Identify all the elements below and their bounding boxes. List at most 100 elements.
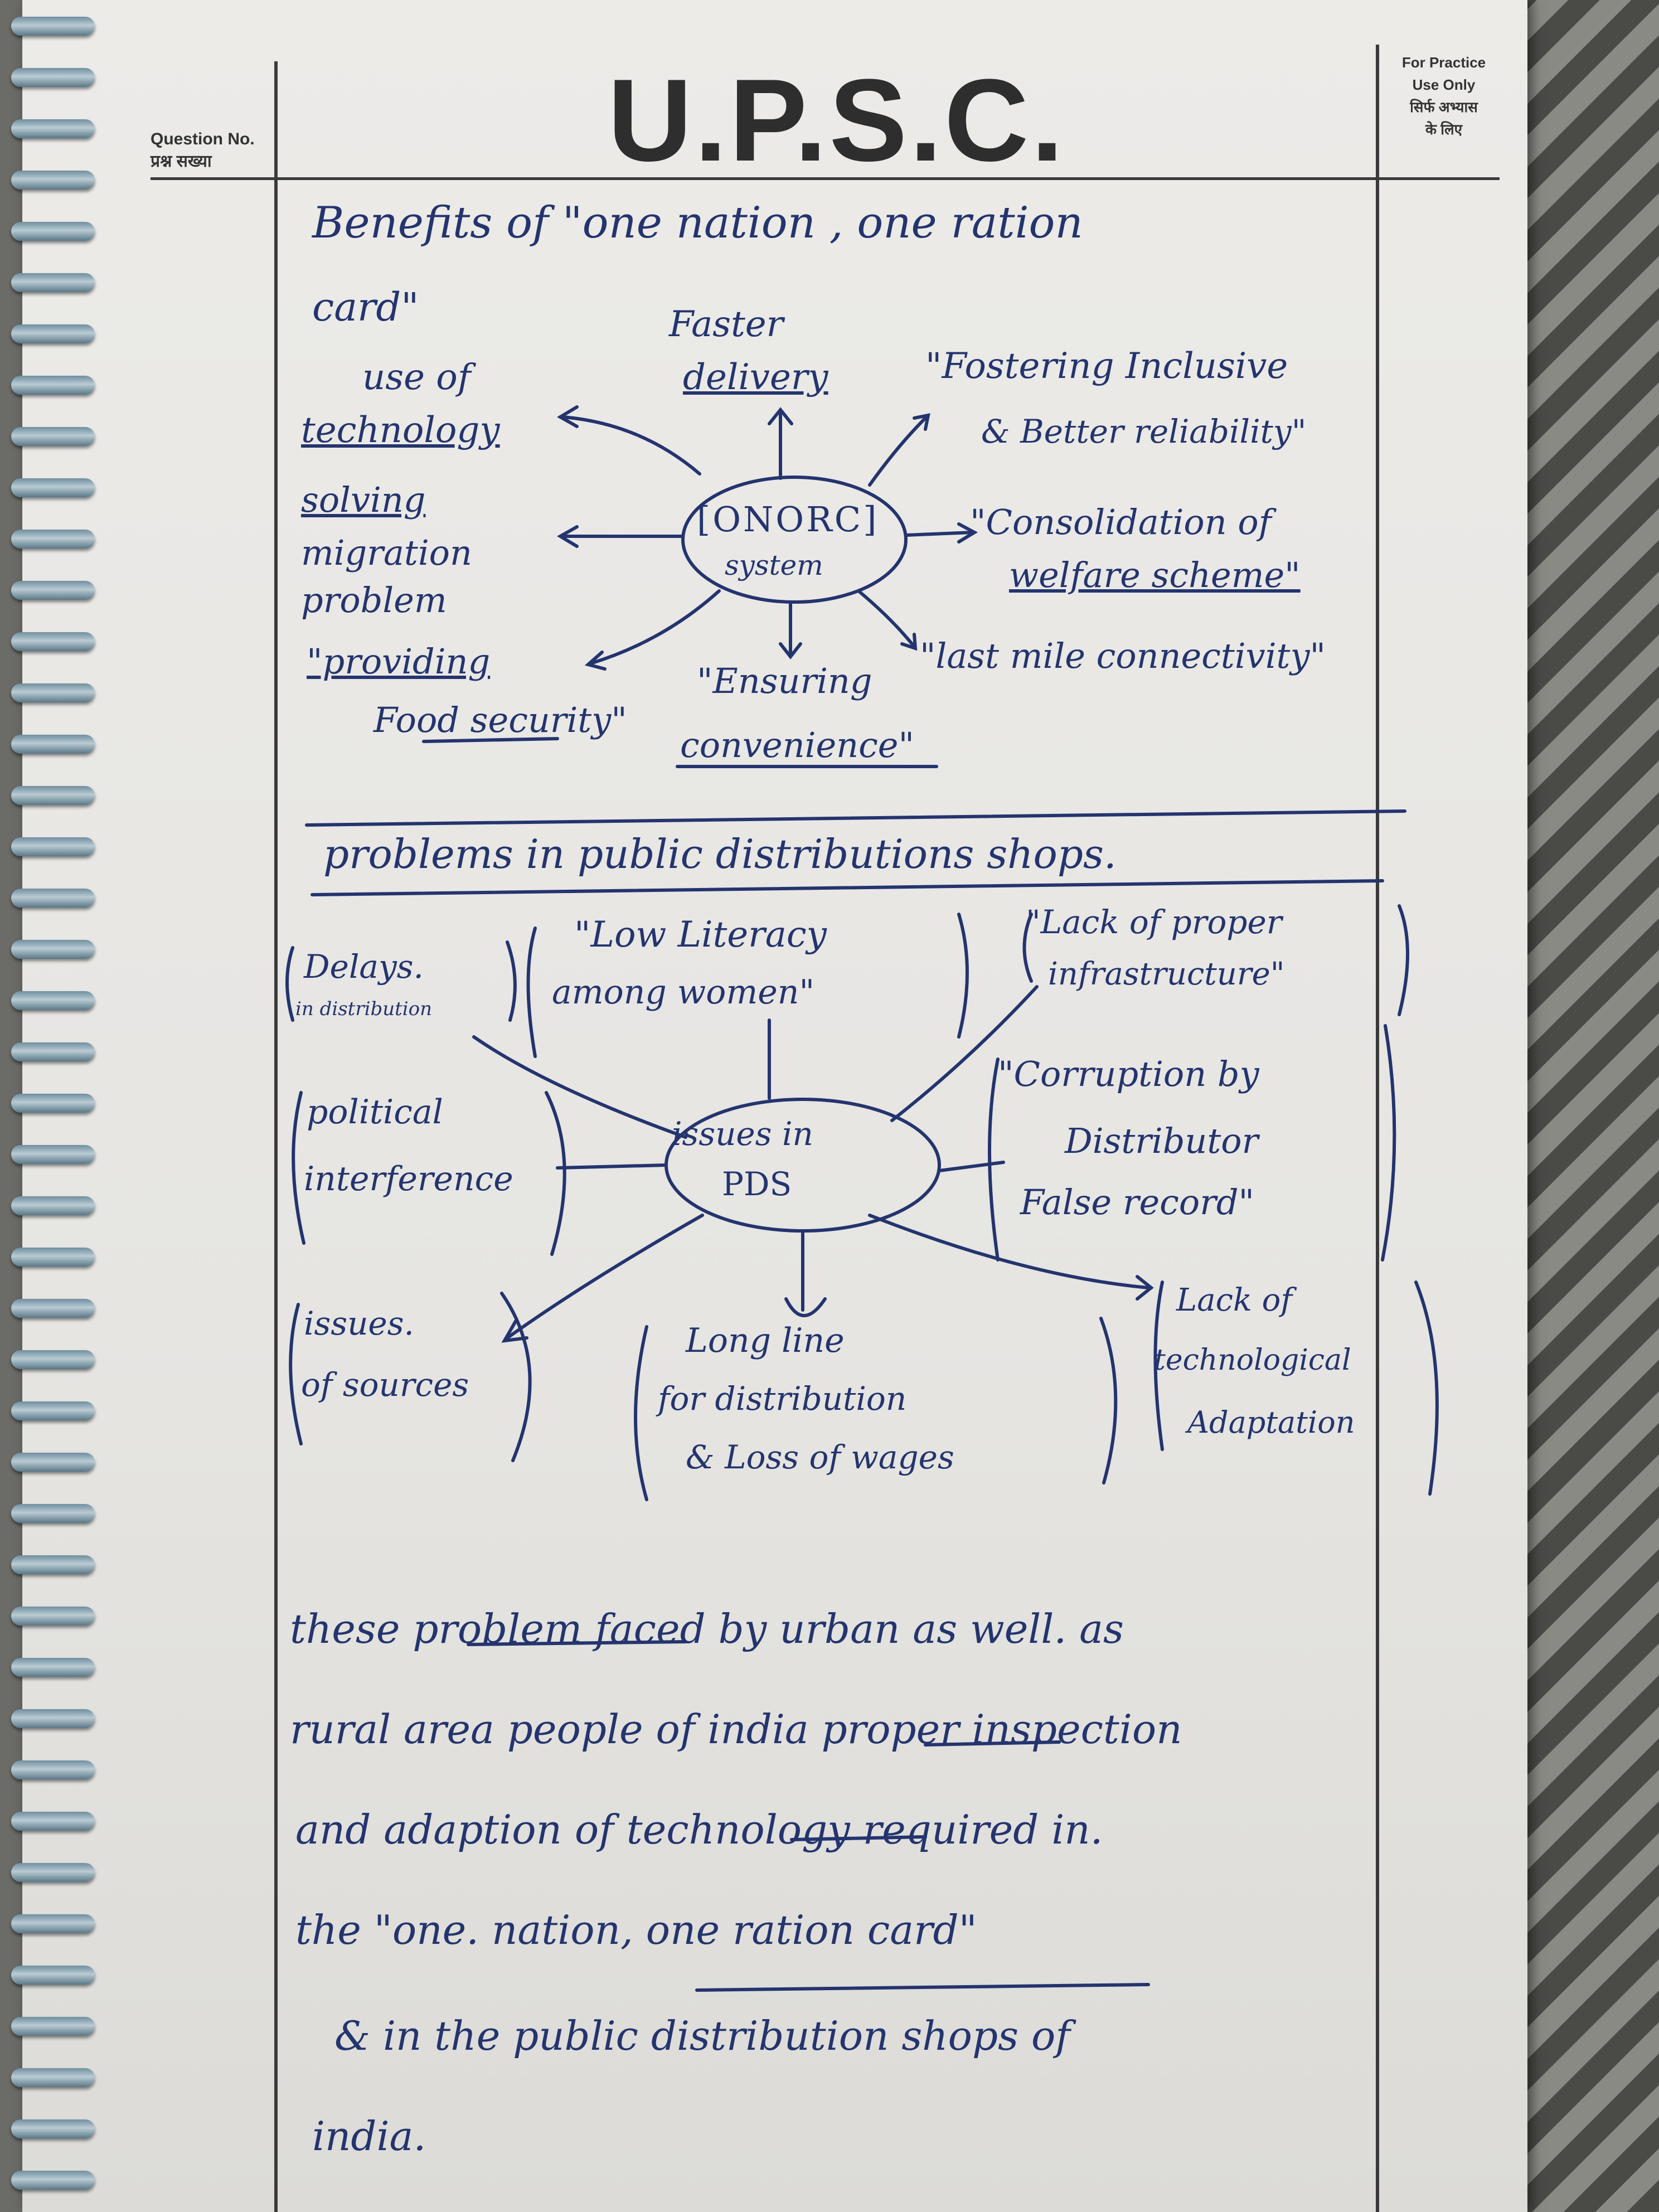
arrow-to-ensuring bbox=[779, 600, 802, 659]
bracket-longline bbox=[634, 1317, 1118, 1501]
pds-center-label-2: PDS bbox=[722, 1165, 792, 1203]
node-solving-migration-1: solving bbox=[301, 479, 426, 520]
spiral-ring bbox=[11, 1145, 95, 1164]
benefits-heading-line1: Benefits of "one nation , one ration bbox=[312, 198, 1083, 248]
node-faster-delivery-1: Faster bbox=[669, 304, 784, 345]
arrow-to-food bbox=[584, 589, 721, 671]
spiral-ring bbox=[11, 837, 95, 856]
node-fostering-inclusive-1: "Fostering Inclusive bbox=[925, 346, 1288, 387]
spiral-ring bbox=[11, 1863, 95, 1882]
arrow-to-solving bbox=[557, 525, 685, 548]
spiral-ring bbox=[11, 119, 95, 138]
spiral-ring bbox=[11, 1504, 95, 1523]
spiral-ring bbox=[11, 1196, 95, 1215]
question-number-en: Question No. bbox=[151, 130, 255, 148]
spiral-ring bbox=[11, 17, 95, 36]
bracket-tech bbox=[1153, 1280, 1439, 1496]
bracket-infra bbox=[1022, 904, 1409, 1016]
node-tech-adaptation-3: Adaptation bbox=[1187, 1405, 1355, 1440]
divider-bottom bbox=[311, 879, 1384, 896]
underline-problem bbox=[467, 1640, 687, 1646]
spiral-ring bbox=[11, 1094, 95, 1113]
practice-en-2: Use Only bbox=[1412, 76, 1476, 93]
conclusion-line-6: india. bbox=[312, 2113, 426, 2160]
right-margin-line bbox=[1376, 45, 1379, 2212]
notebook-page bbox=[22, 0, 1527, 2212]
node-use-of-technology-1: use of bbox=[362, 357, 471, 398]
arrow-to-consolidation bbox=[904, 522, 978, 544]
practice-en-1: For Practice bbox=[1401, 54, 1486, 71]
underline-ration-card bbox=[695, 1983, 1150, 1992]
spiral-ring bbox=[11, 940, 95, 959]
underline-food bbox=[422, 737, 559, 743]
node-use-of-technology-2: technology bbox=[301, 410, 500, 451]
arrow-to-fostering bbox=[868, 413, 930, 487]
spiral-ring bbox=[11, 2119, 95, 2138]
conclusion-line-3: and adaption of technology required in. bbox=[295, 1806, 1103, 1853]
spiral-ring bbox=[11, 324, 95, 343]
line-to-political bbox=[556, 1163, 668, 1170]
node-tech-adaptation-1: Lack of bbox=[1176, 1282, 1293, 1318]
line-to-longline bbox=[784, 1230, 827, 1317]
question-number-label: Question No. प्रश्न सख्या bbox=[151, 128, 255, 173]
node-solving-migration-2: migration bbox=[301, 532, 472, 573]
spiral-ring bbox=[11, 683, 95, 702]
line-to-delays bbox=[472, 1035, 687, 1139]
practice-hi-1: सिर्फ अभ्यास bbox=[1410, 99, 1478, 115]
node-issues-sources-1: issues. bbox=[304, 1304, 414, 1342]
practice-use-label: For Practice Use Only सिर्फ अभ्यास के लि… bbox=[1382, 51, 1505, 140]
spiral-ring bbox=[11, 273, 95, 292]
question-number-hi: प्रश्न सख्या bbox=[151, 152, 212, 171]
line-to-infra bbox=[890, 985, 1039, 1122]
line-to-corruption bbox=[938, 1161, 1005, 1172]
practice-hi-2: के लिए bbox=[1425, 121, 1462, 138]
benefits-heading-line2: card" bbox=[312, 284, 419, 330]
line-to-tech bbox=[868, 1214, 1154, 1301]
bracket-issues bbox=[289, 1292, 532, 1462]
spiral-ring bbox=[11, 427, 95, 446]
node-providing-food-1: "providing bbox=[307, 641, 491, 682]
node-consolidation-1: "Consolidation of bbox=[970, 502, 1272, 542]
fabric-background bbox=[1505, 0, 1659, 2212]
spiral-ring bbox=[11, 1350, 95, 1369]
node-solving-migration-3: problem bbox=[301, 580, 447, 620]
header-rule bbox=[151, 177, 1500, 180]
spiral-ring bbox=[11, 1658, 95, 1677]
node-political-1: political bbox=[307, 1093, 443, 1132]
arrow-to-technology bbox=[557, 405, 701, 476]
node-faster-delivery-2: delivery bbox=[683, 357, 828, 398]
node-issues-sources-2: of sources bbox=[301, 1366, 469, 1404]
conclusion-line-5: & in the public distribution shops of bbox=[334, 2012, 1070, 2059]
bracket-delays bbox=[285, 940, 517, 1022]
node-delays-1: Delays. bbox=[304, 948, 424, 986]
spiral-ring bbox=[11, 2171, 95, 2190]
spiral-ring bbox=[11, 2068, 95, 2087]
arrow-to-faster bbox=[768, 407, 793, 480]
spiral-ring bbox=[11, 581, 95, 600]
spiral-ring bbox=[11, 1042, 95, 1061]
spiral-ring bbox=[11, 2017, 95, 2036]
line-to-issues bbox=[501, 1214, 704, 1343]
conclusion-line-1: these problem faced by urban as well. as bbox=[290, 1605, 1124, 1652]
node-delays-2: in distribution bbox=[295, 998, 433, 1020]
node-fostering-inclusive-2: & Better reliability" bbox=[981, 413, 1307, 450]
spiral-ring bbox=[11, 376, 95, 395]
bracket-political bbox=[292, 1091, 566, 1256]
conclusion-line-4: the "one. nation, one ration card" bbox=[295, 1907, 977, 1953]
spiral-ring bbox=[11, 478, 95, 497]
onorc-ellipse bbox=[681, 476, 908, 604]
spiral-ring bbox=[11, 1555, 95, 1574]
node-low-literacy-2: among women" bbox=[552, 973, 815, 1012]
onorc-center-label: [ONORC] bbox=[697, 499, 879, 540]
spiral-ring bbox=[11, 1453, 95, 1472]
node-ensuring-convenience-2: convenience" bbox=[680, 725, 915, 765]
spiral-ring bbox=[11, 1709, 95, 1728]
node-lack-infrastructure-1: "Lack of proper bbox=[1026, 903, 1282, 941]
spiral-binding bbox=[0, 0, 106, 2212]
underline-india bbox=[924, 1740, 1061, 1747]
node-consolidation-2: welfare scheme" bbox=[1009, 555, 1301, 595]
onorc-center-sublabel: system bbox=[725, 549, 823, 581]
spiral-ring bbox=[11, 735, 95, 754]
node-low-literacy-1: "Low Literacy bbox=[574, 914, 827, 955]
